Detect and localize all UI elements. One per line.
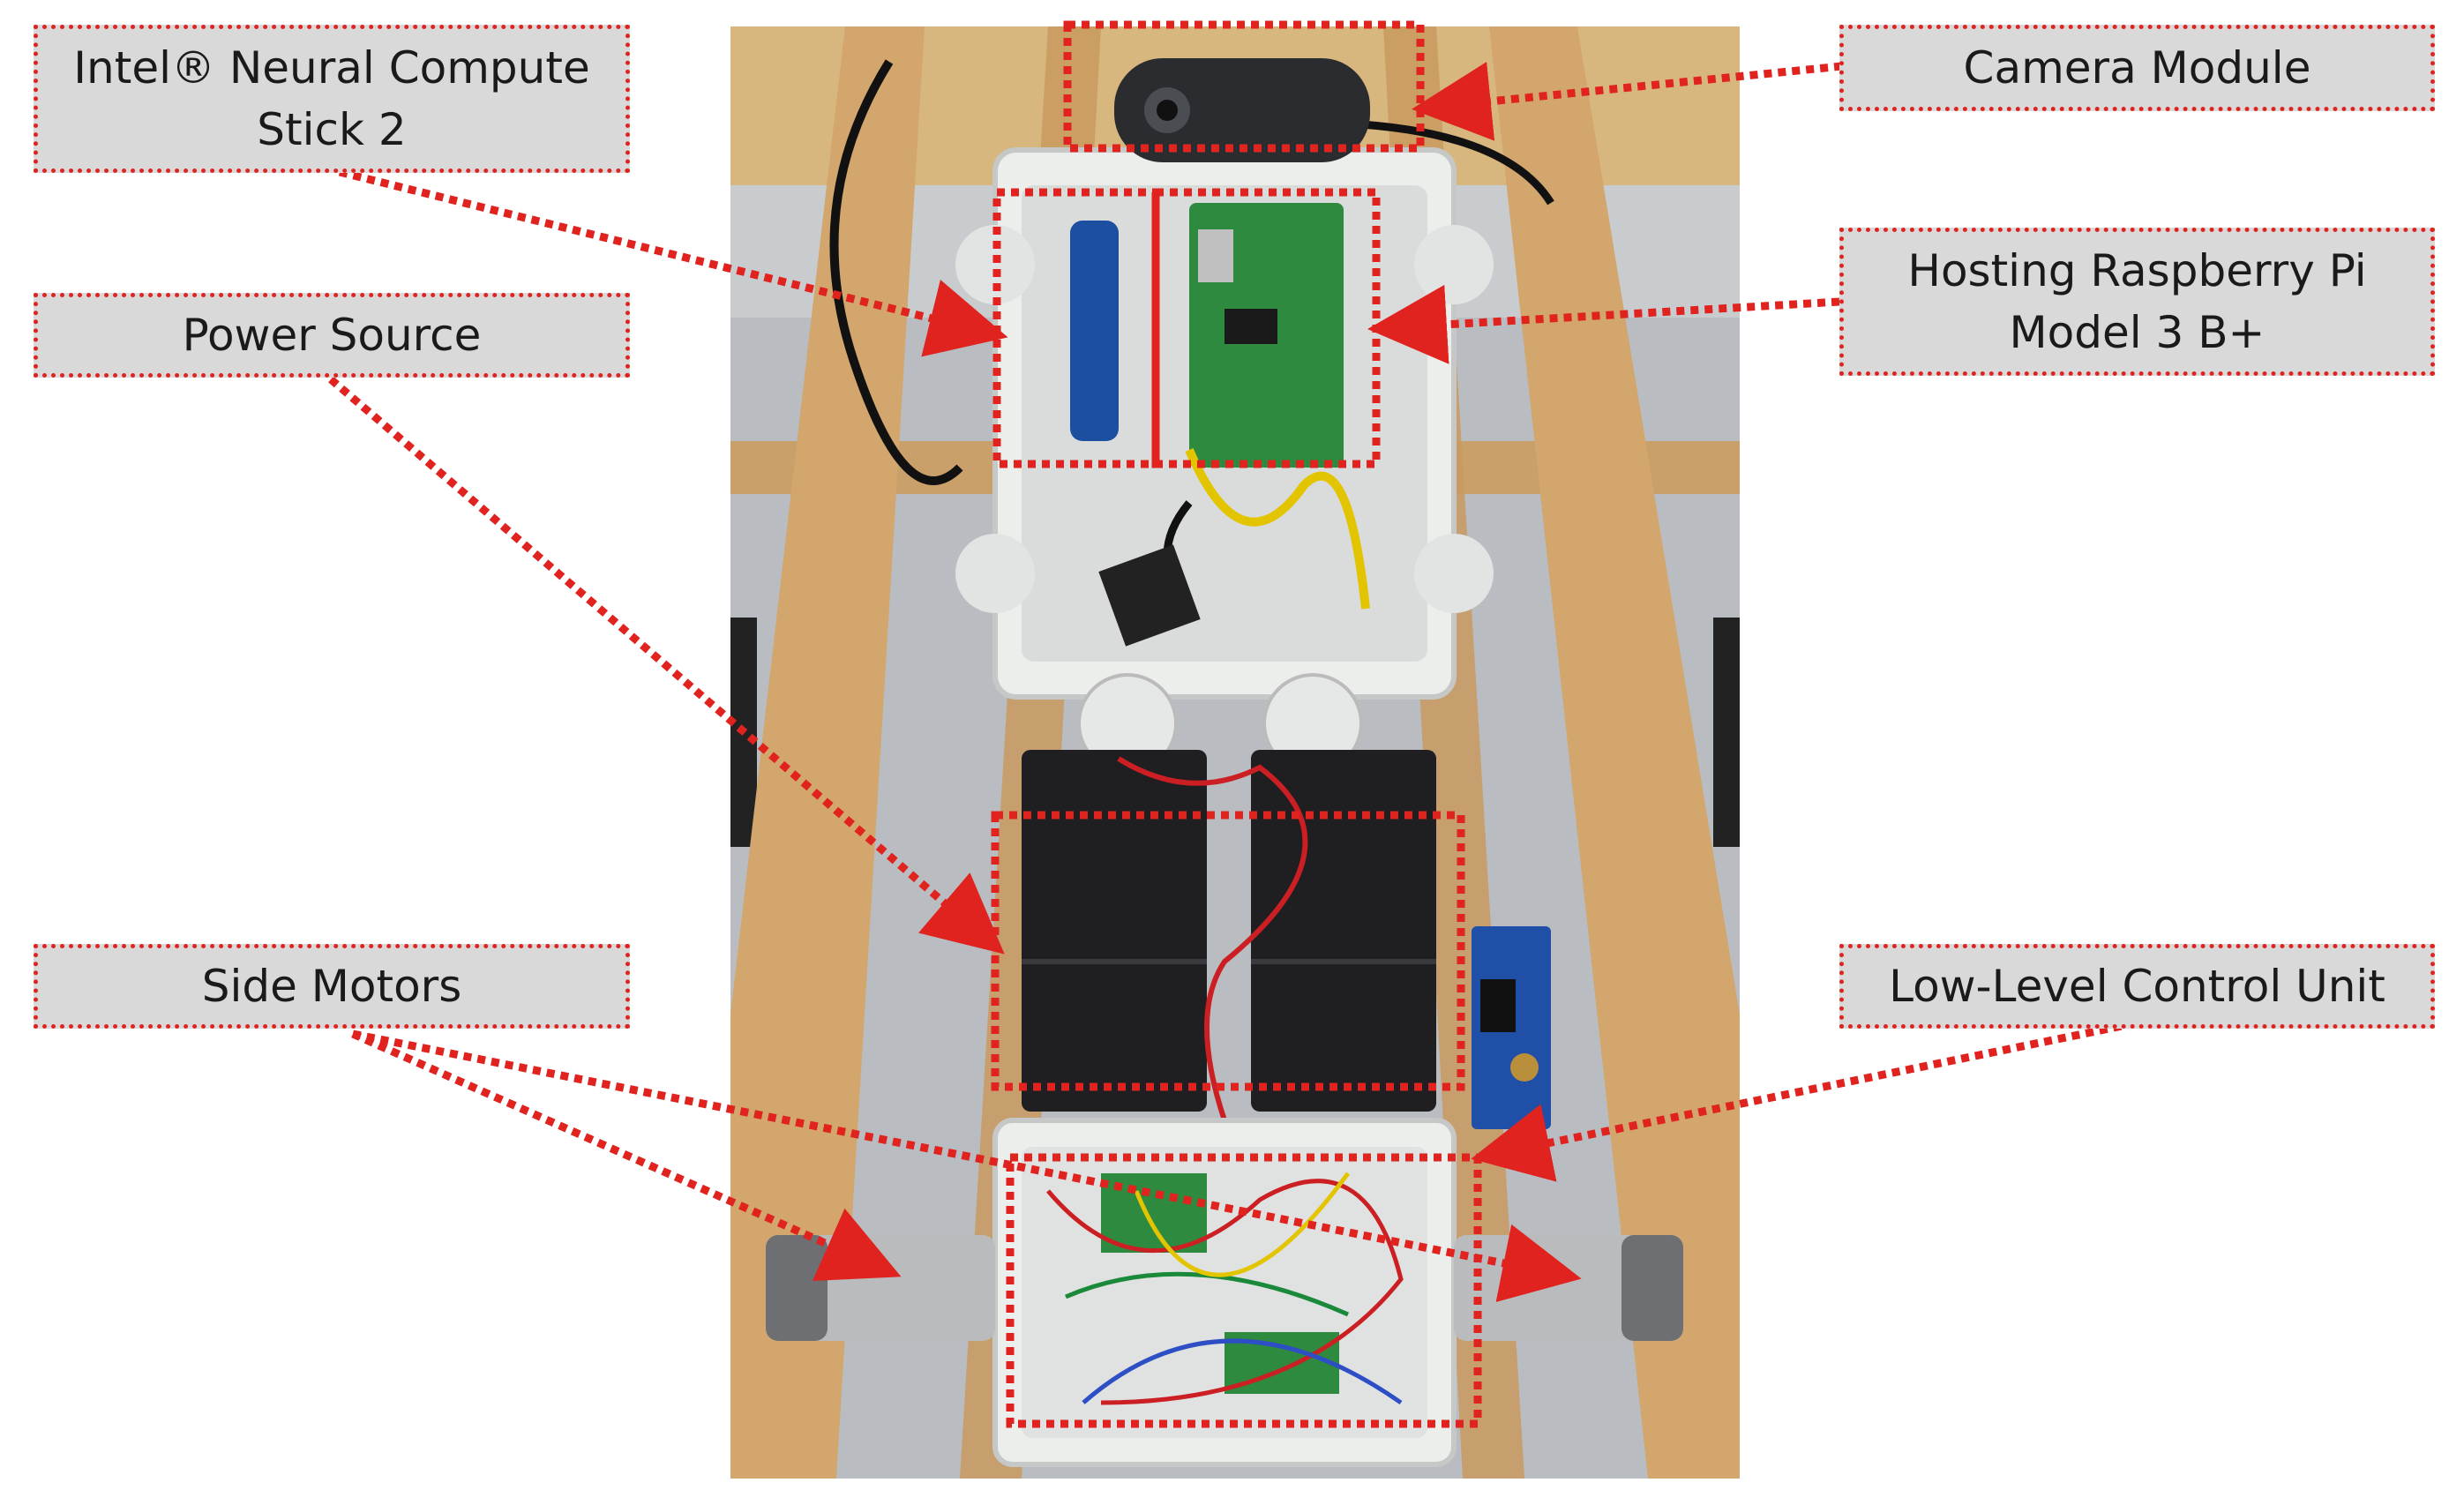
- robot-photo: [730, 26, 1740, 1479]
- neural-stick-icon: [1070, 221, 1119, 441]
- label-side-motors-text: Side Motors: [201, 961, 462, 1012]
- sticker: [1098, 544, 1201, 647]
- raspberry-pi-board-icon: [1189, 203, 1344, 468]
- label-raspberry-pi-text: Hosting Raspberry Pi Model 3 B+: [1907, 245, 2367, 358]
- bottom-enclosure: [992, 1118, 1457, 1467]
- label-raspberry-pi: Hosting Raspberry Pi Model 3 B+: [1839, 228, 2435, 376]
- label-power-source: Power Source: [34, 293, 630, 378]
- label-camera-module: Camera Module: [1839, 25, 2435, 111]
- label-camera-module-text: Camera Module: [1963, 42, 2311, 94]
- cable-top-3: [1185, 448, 1370, 610]
- camera-icon: [1114, 58, 1370, 162]
- label-power-source-text: Power Source: [182, 310, 482, 361]
- label-side-motors: Side Motors: [34, 944, 630, 1029]
- label-neural-compute-stick-text: Intel® Neural Compute Stick 2: [73, 42, 590, 155]
- label-low-level-control-unit: Low-Level Control Unit: [1839, 944, 2435, 1029]
- right-wheel: [1713, 618, 1740, 847]
- label-low-level-control-unit-text: Low-Level Control Unit: [1889, 961, 2385, 1012]
- buck-converter-icon: [1472, 926, 1551, 1129]
- left-wheel: [730, 618, 757, 847]
- label-neural-compute-stick: Intel® Neural Compute Stick 2: [34, 25, 630, 173]
